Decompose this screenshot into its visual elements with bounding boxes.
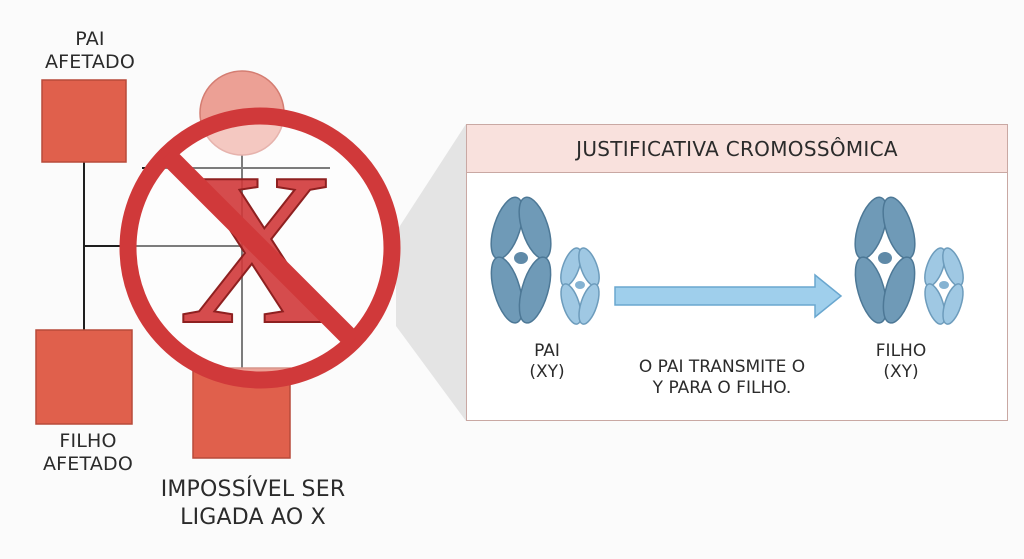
affected-father-label-line1: PAI [75, 28, 105, 50]
son-chromosome-label-line2: (XY) [883, 362, 919, 382]
callout-wedge [396, 124, 466, 421]
chromosome-illustration [490, 196, 964, 325]
affected-son-square [35, 329, 133, 425]
father-chromosome-label: PAI (XY) [487, 341, 607, 383]
affected-father-square [41, 79, 127, 163]
affected-son-label-line2: AFETADO [42, 453, 134, 475]
father-chromosome-label-line1: PAI [534, 341, 560, 361]
impossible-x-linked-label: IMPOSSÍVEL SER LIGADA AO X [128, 476, 378, 532]
son-y-chromosome [924, 247, 964, 325]
impossible-label-line2: LIGADA AO X [180, 505, 326, 530]
son-chromosome-label: FILHO (XY) [841, 341, 961, 383]
prohibition-symbol: X [119, 107, 401, 389]
affected-son-label: FILHO AFETADO [18, 430, 158, 476]
affected-son-label-line1: FILHO [59, 430, 117, 452]
affected-father-label: PAI AFETADO [20, 28, 160, 74]
transmission-caption-line1: O PAI TRANSMITE O [638, 357, 806, 377]
son-chromosome-label-line1: FILHO [875, 341, 927, 361]
affected-father-label-line2: AFETADO [44, 51, 136, 73]
chromosomal-justification-panel: JUSTIFICATIVA CROMOSSÔMICA [466, 124, 1008, 421]
son-x-chromosome [854, 196, 916, 324]
father-x-chromosome [490, 196, 552, 324]
transmission-caption-line2: Y PARA O FILHO. [652, 378, 792, 398]
father-chromosome-label-line2: (XY) [529, 362, 565, 382]
panel-title: JUSTIFICATIVA CROMOSSÔMICA [467, 125, 1007, 173]
transmission-arrow [614, 273, 843, 319]
father-y-chromosome [560, 247, 600, 325]
impossible-label-line1: IMPOSSÍVEL SER [160, 477, 346, 502]
transmission-caption: O PAI TRANSMITE O Y PARA O FILHO. [617, 357, 827, 399]
